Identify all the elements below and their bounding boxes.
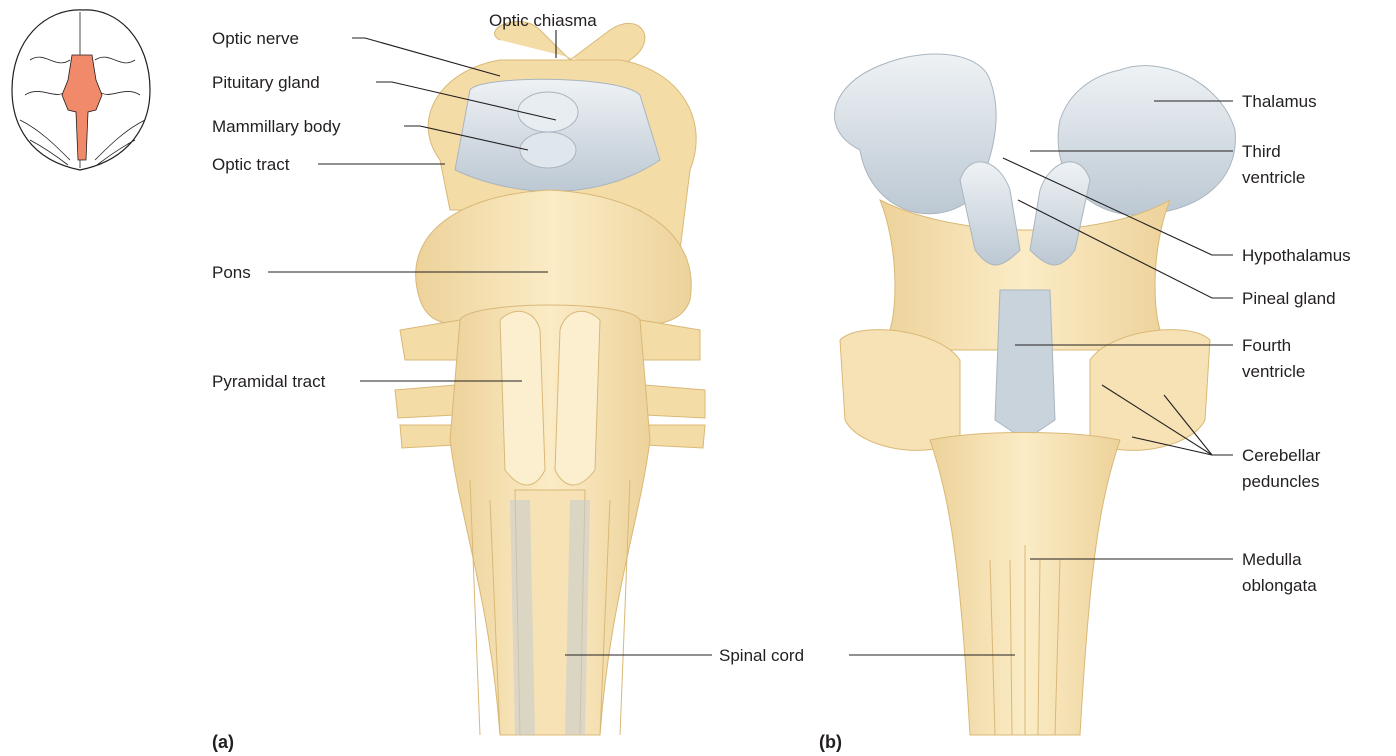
label-mammillary-body: Mammillary body xyxy=(212,117,341,136)
label-pyramidal-tract: Pyramidal tract xyxy=(212,372,326,391)
label-spinal-cord: Spinal cord xyxy=(719,646,804,665)
label-third-ventricle-line2: ventricle xyxy=(1242,168,1305,187)
label-pituitary-gland: Pituitary gland xyxy=(212,73,320,92)
locator-brain-icon xyxy=(12,10,150,170)
label-cerebellar-peduncles-line2: peduncles xyxy=(1242,472,1320,491)
label-third-ventricle-line1: Third xyxy=(1242,142,1281,161)
brainstem-ventral-view xyxy=(395,21,705,735)
label-optic-nerve: Optic nerve xyxy=(212,29,299,48)
label-fourth-ventricle-line1: Fourth xyxy=(1242,336,1291,355)
label-cerebellar-peduncles-line1: Cerebellar xyxy=(1242,446,1321,465)
label-optic-tract: Optic tract xyxy=(212,155,290,174)
label-hypothalamus: Hypothalamus xyxy=(1242,246,1351,265)
label-optic-chiasma: Optic chiasma xyxy=(489,11,597,30)
label-medulla-oblongata-line2: oblongata xyxy=(1242,576,1317,595)
label-fourth-ventricle-line2: ventricle xyxy=(1242,362,1305,381)
label-thalamus: Thalamus xyxy=(1242,92,1317,111)
label-pineal-gland: Pineal gland xyxy=(1242,289,1336,308)
label-medulla-oblongata-line1: Medulla xyxy=(1242,550,1302,569)
label-pons: Pons xyxy=(212,263,251,282)
panel-label-b: (b) xyxy=(819,732,842,752)
panel-label-a: (a) xyxy=(212,732,234,752)
brainstem-dorsal-view xyxy=(835,54,1236,735)
